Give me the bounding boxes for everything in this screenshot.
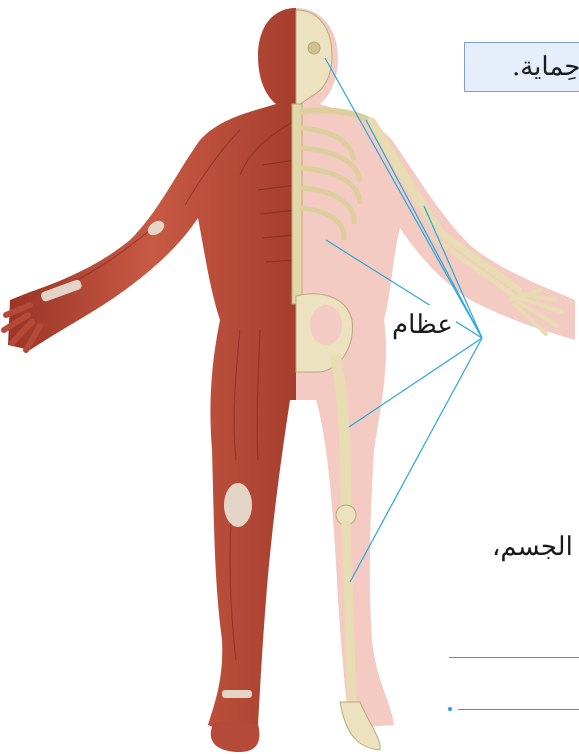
- muscle-body: [4, 8, 296, 752]
- answer-line-2: [458, 709, 579, 710]
- bullet-dot: [448, 707, 452, 711]
- body-text-fragment: الجسم،: [492, 527, 573, 567]
- bones-label: عظام: [389, 305, 456, 345]
- caption-text: وحِماية.: [512, 49, 579, 85]
- caption-box: وحِماية.: [464, 42, 579, 92]
- answer-line-1: [449, 657, 579, 658]
